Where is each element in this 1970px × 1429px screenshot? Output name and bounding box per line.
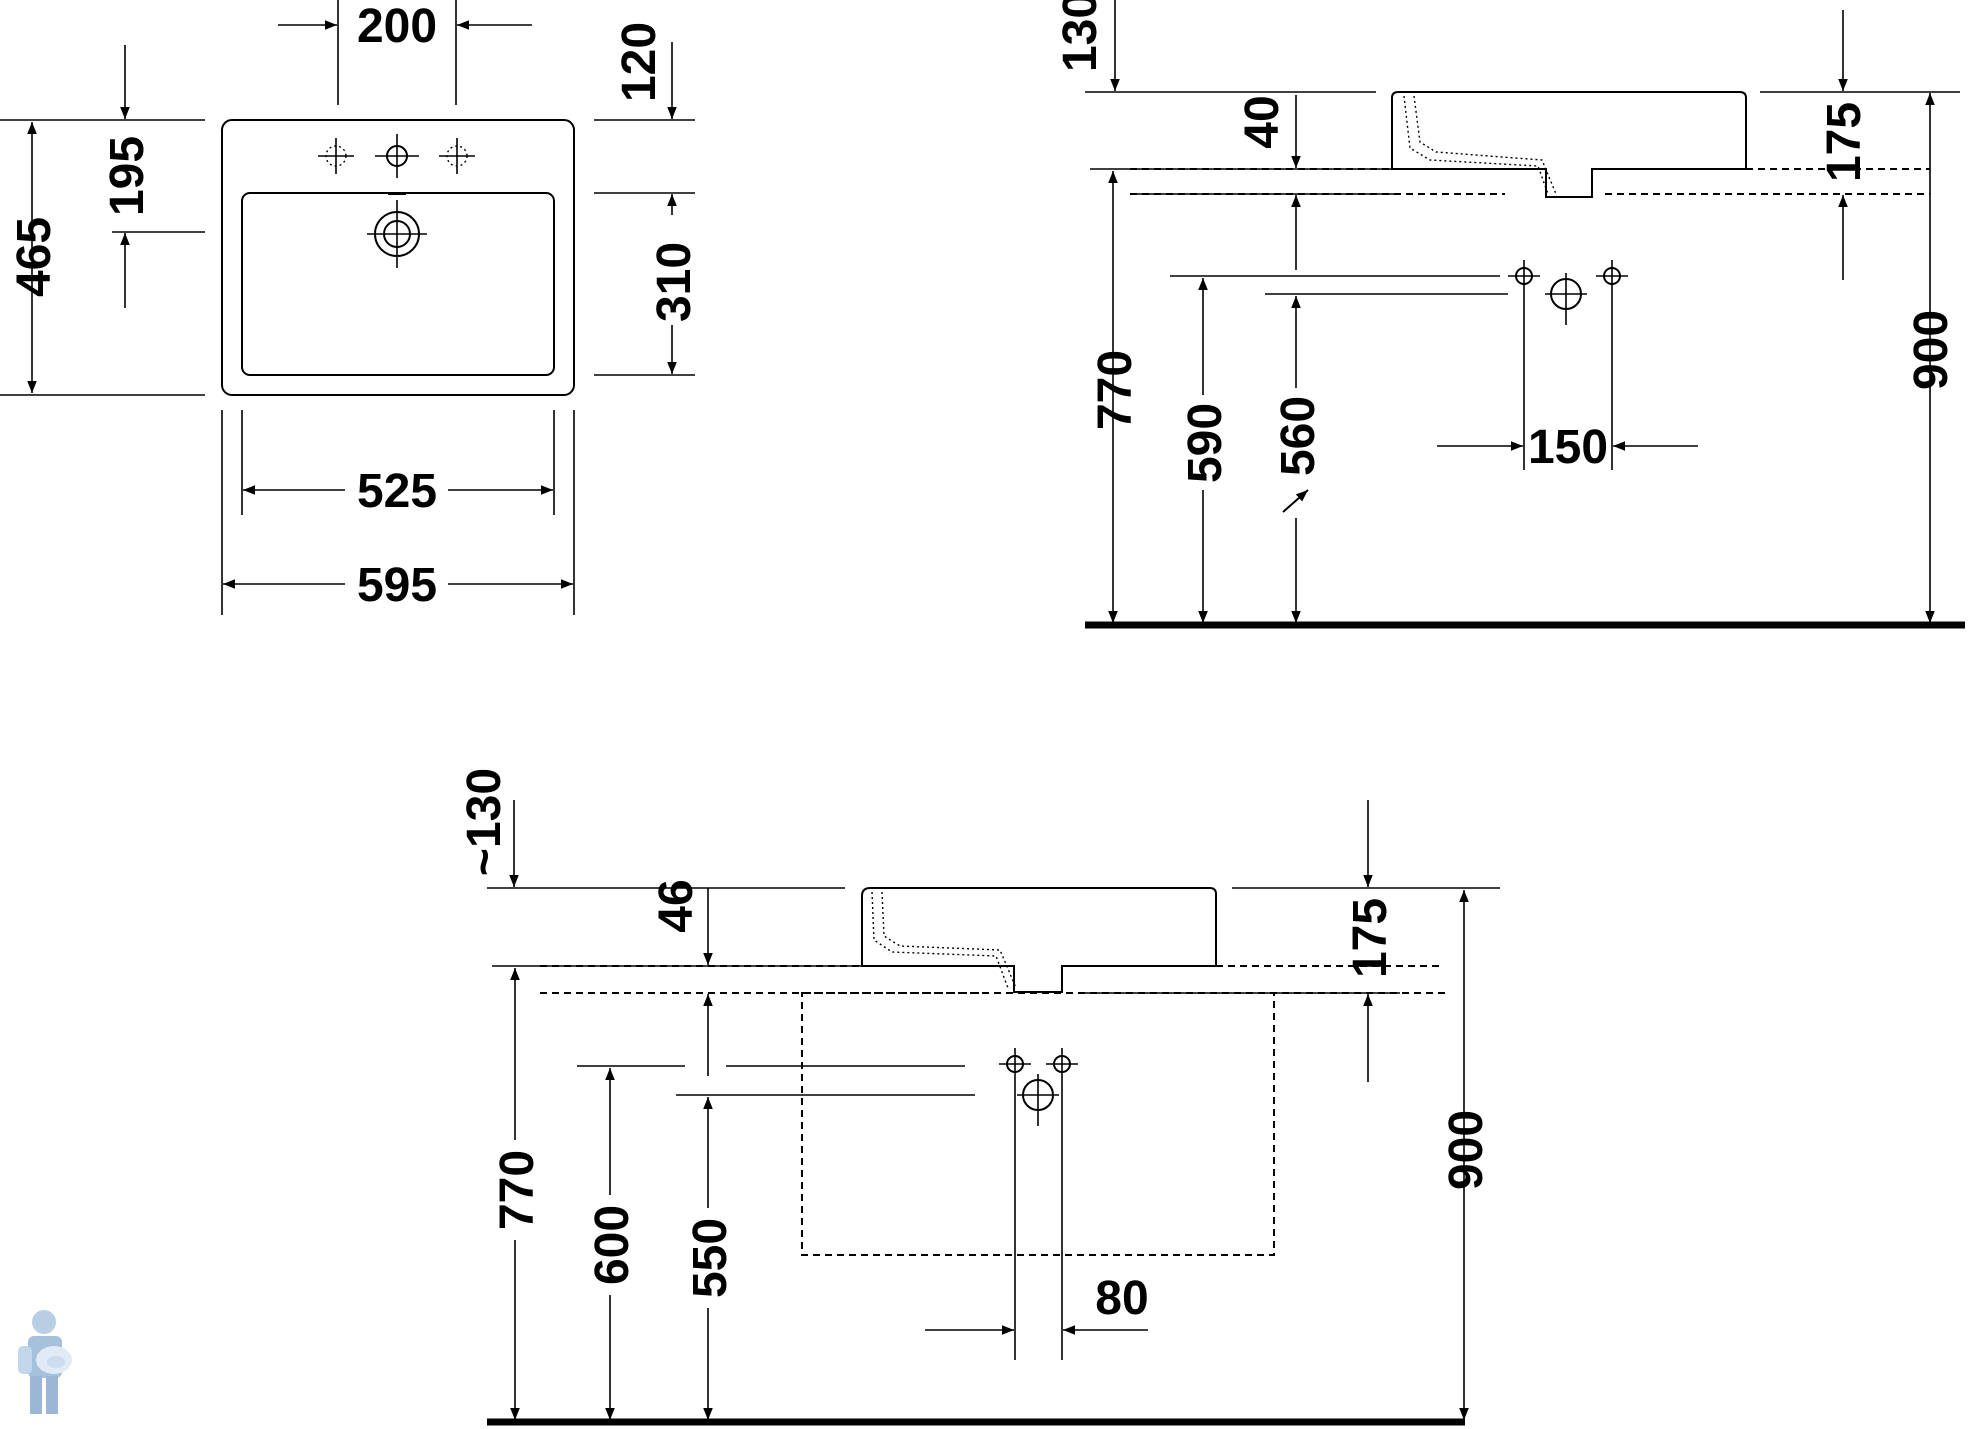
dim-310-label: 310 [648, 242, 701, 322]
basin-outline [221, 119, 575, 396]
front-tap-right-icon [1046, 1048, 1078, 1360]
tap-hole-right-icon [439, 138, 475, 174]
cabinet-outline [801, 992, 1275, 1256]
top-view: 200 465 195 120 310 525 595 [0, 0, 701, 615]
side-dim-900-label: 900 [1905, 310, 1958, 390]
side-tap-left-icon [1508, 260, 1540, 470]
side-dim-175-label: 175 [1818, 102, 1871, 182]
front-dim-600-label: 600 [586, 1205, 639, 1285]
side-dim-560-label: 560 [1272, 396, 1325, 476]
side-dim-770-label: 770 [1089, 350, 1142, 430]
side-dim-130-label: 130 [1054, 0, 1107, 72]
side-tap-right-icon [1596, 260, 1628, 470]
side-drain-icon [1545, 273, 1587, 325]
dim-465-label: 465 [8, 217, 61, 297]
front-view: ~130 46 175 900 770 600 550 80 [458, 768, 1500, 1426]
front-dim-770-label: 770 [491, 1150, 544, 1230]
side-basin-profile [1391, 91, 1747, 198]
side-dim-590-label: 590 [1179, 403, 1232, 483]
front-dim-175-label: 175 [1344, 898, 1397, 978]
front-basin-profile [861, 887, 1217, 993]
plumber-logo-icon [18, 1310, 72, 1414]
dim-525-label: 525 [357, 465, 437, 518]
tap-hole-left-icon [318, 138, 354, 174]
dim-200-label: 200 [357, 0, 437, 53]
front-tap-left-icon [999, 1048, 1031, 1360]
front-dim-550-label: 550 [684, 1218, 737, 1298]
dim-595-label: 595 [357, 559, 437, 612]
drain-icon [367, 193, 427, 268]
side-dim-150-label: 150 [1528, 421, 1608, 474]
front-dim-46-label: 46 [650, 879, 703, 932]
front-dim-900-label: 900 [1440, 1110, 1493, 1190]
dim-195-label: 195 [101, 136, 154, 216]
tap-hole-center-icon [375, 134, 419, 178]
dim-120-label: 120 [613, 22, 666, 102]
side-view: 130 40 175 900 770 590 560 150 [1054, 0, 1965, 629]
front-dim-80-label: 80 [1095, 1272, 1148, 1325]
side-dim-40-label: 40 [1236, 95, 1289, 148]
front-drain-icon [1017, 1074, 1059, 1126]
front-dim-130-label: ~130 [458, 768, 511, 876]
